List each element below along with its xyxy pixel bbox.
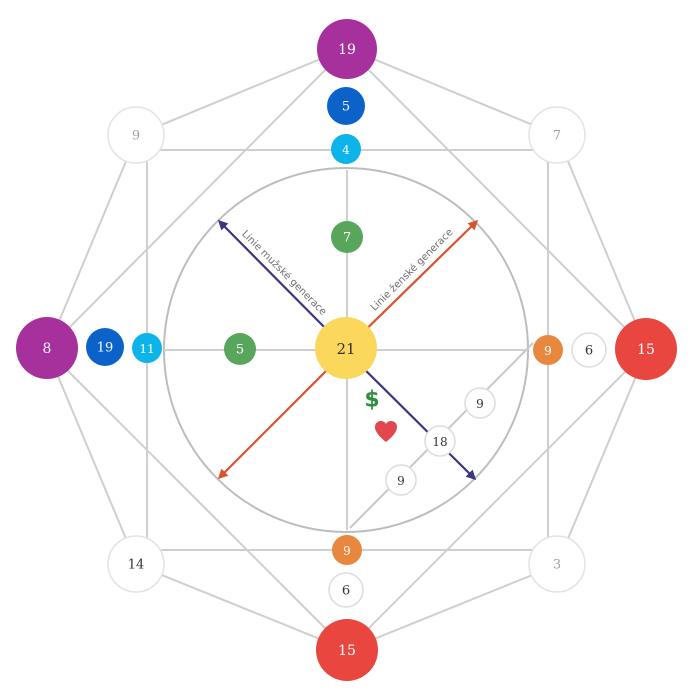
center-node: 21 [315,317,377,379]
left-third-node: 11 [132,333,162,363]
bottom-third-node: 9 [332,535,362,565]
svg-text:7: 7 [553,129,561,144]
corner-top-right-node: 7 [528,106,586,164]
right-outer-node: 15 [615,318,677,380]
heart-icon [375,421,397,442]
top-third-node: 4 [331,134,361,164]
svg-text:9: 9 [544,344,552,358]
bottom-outer-node: 15 [316,619,378,681]
svg-text:11: 11 [139,342,154,356]
svg-text:5: 5 [236,343,244,358]
bottom-second-node: 6 [328,572,364,608]
male-arrow-lower [344,349,477,481]
svg-text:19: 19 [338,42,356,58]
female-line-label: Linie ženské generace [368,226,455,313]
svg-text:6: 6 [342,584,350,599]
svg-text:7: 7 [343,231,351,246]
svg-text:5: 5 [342,100,350,115]
left-inner-node: 5 [224,333,256,365]
top-second-node: 5 [327,87,365,125]
svg-text:15: 15 [338,643,356,659]
right-third-node: 9 [533,335,563,365]
male-line-label: Linie mužské generace [239,228,329,318]
top-inner-node: 7 [331,221,363,253]
svg-text:14: 14 [128,558,145,573]
svg-text:18: 18 [432,435,447,449]
left-second-node: 19 [86,328,124,366]
dollar-icon: $ [364,388,379,413]
svg-text:9: 9 [476,397,484,411]
svg-text:9: 9 [397,474,405,488]
svg-text:8: 8 [43,341,52,357]
svg-text:9: 9 [343,544,351,558]
love-line-lower-node: 9 [385,464,417,496]
female-arrow-lower [217,351,346,480]
corner-top-left-node: 9 [107,106,165,164]
right-second-node: 6 [571,332,607,368]
svg-text:6: 6 [585,344,593,359]
svg-text:15: 15 [637,342,655,358]
svg-text:9: 9 [132,129,140,144]
love-line-middle-node: 18 [424,425,456,457]
svg-text:4: 4 [342,143,350,157]
corner-bottom-right-node: 3 [528,535,586,593]
top-outer-node: 19 [317,19,377,79]
corner-bottom-left-node: 14 [107,535,165,593]
svg-text:19: 19 [97,341,114,356]
svg-text:21: 21 [336,340,355,358]
svg-text:3: 3 [553,558,561,573]
love-line-upper-node: 9 [464,387,496,419]
left-outer-node: 8 [16,317,78,379]
